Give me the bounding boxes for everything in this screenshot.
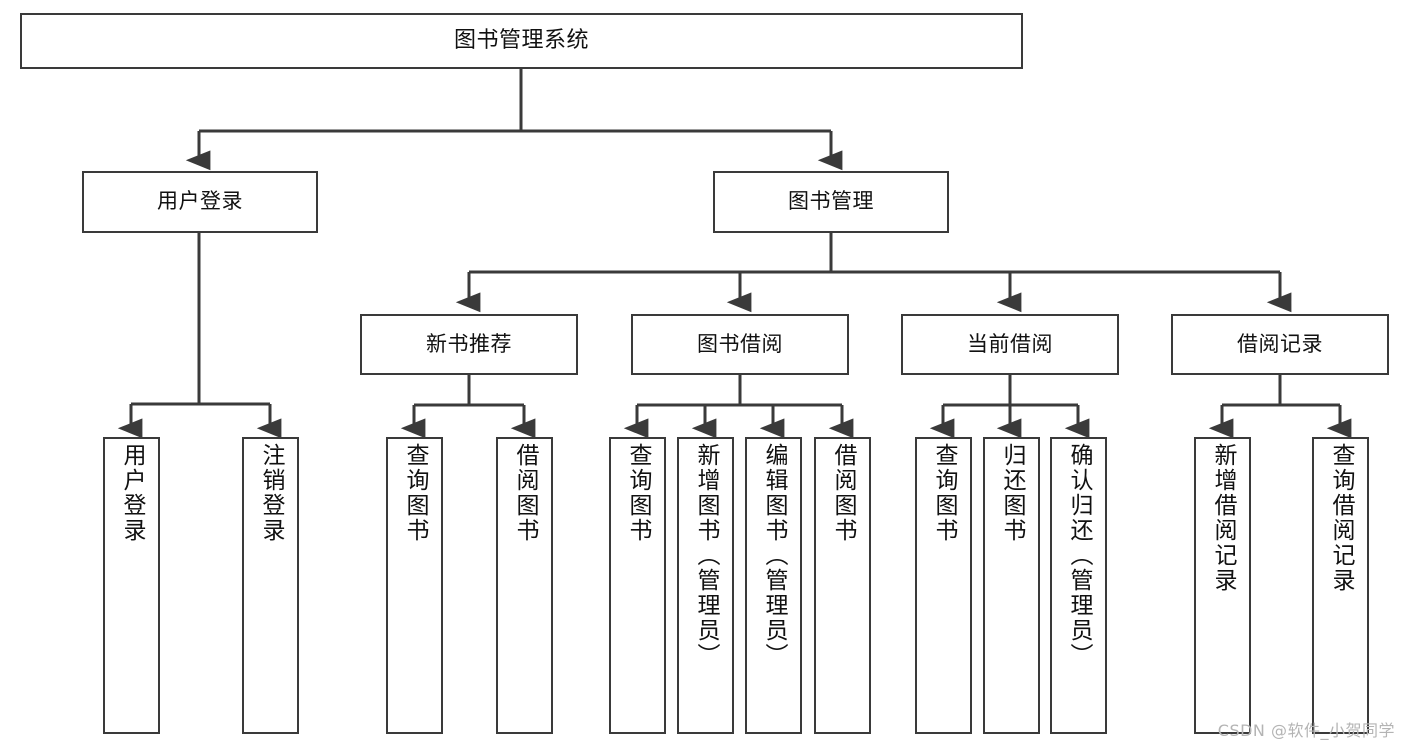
leaf-borrow-books-borrowing[interactable]: 借阅图书 <box>814 437 871 734</box>
leaf-query-books-recommendation[interactable]: 查询图书 <box>386 437 443 734</box>
leaf-user-login[interactable]: 用户登录 <box>103 437 160 734</box>
leaf-return-books[interactable]: 归还图书 <box>983 437 1040 734</box>
node-label: 编辑图书（管理员） <box>761 443 787 668</box>
node-label: 确认归还（管理员） <box>1066 443 1092 668</box>
node-label: 注销登录 <box>258 443 284 543</box>
node-label: 借阅图书 <box>512 443 538 543</box>
node-label: 借阅记录 <box>1237 331 1323 356</box>
node-book-borrowing[interactable]: 图书借阅 <box>631 314 849 375</box>
node-label: 新增借阅记录 <box>1210 443 1236 593</box>
leaf-confirm-return-admin[interactable]: 确认归还（管理员） <box>1050 437 1107 734</box>
node-label: 图书管理 <box>788 189 874 214</box>
leaf-edit-book-admin[interactable]: 编辑图书（管理员） <box>745 437 802 734</box>
node-label: 查询图书 <box>931 443 957 543</box>
node-borrowing-records[interactable]: 借阅记录 <box>1171 314 1389 375</box>
node-current-borrowing[interactable]: 当前借阅 <box>901 314 1119 375</box>
node-book-management[interactable]: 图书管理 <box>713 171 949 233</box>
node-user-login[interactable]: 用户登录 <box>82 171 318 233</box>
node-label: 新增图书（管理员） <box>693 443 719 668</box>
leaf-add-book-admin[interactable]: 新增图书（管理员） <box>677 437 734 734</box>
leaf-borrow-books-recommendation[interactable]: 借阅图书 <box>496 437 553 734</box>
leaf-query-borrow-record[interactable]: 查询借阅记录 <box>1312 437 1369 734</box>
node-root-book-management-system[interactable]: 图书管理系统 <box>20 13 1023 69</box>
node-label: 当前借阅 <box>967 331 1053 356</box>
node-label: 图书管理系统 <box>453 27 589 53</box>
node-label: 用户登录 <box>157 189 243 214</box>
node-label: 新书推荐 <box>426 331 512 356</box>
leaf-add-borrow-record[interactable]: 新增借阅记录 <box>1194 437 1251 734</box>
node-label: 用户登录 <box>119 443 145 543</box>
leaf-query-books-current[interactable]: 查询图书 <box>915 437 972 734</box>
leaf-query-books-borrowing[interactable]: 查询图书 <box>609 437 666 734</box>
node-label: 归还图书 <box>999 443 1025 543</box>
node-label: 图书借阅 <box>697 331 783 356</box>
node-label: 借阅图书 <box>830 443 856 543</box>
leaf-logout[interactable]: 注销登录 <box>242 437 299 734</box>
node-label: 查询图书 <box>625 443 651 543</box>
node-label: 查询借阅记录 <box>1328 443 1354 593</box>
node-label: 查询图书 <box>402 443 428 543</box>
node-new-book-recommendation[interactable]: 新书推荐 <box>360 314 578 375</box>
csdn-watermark: CSDN @软件_小贺同学 <box>1217 721 1395 740</box>
